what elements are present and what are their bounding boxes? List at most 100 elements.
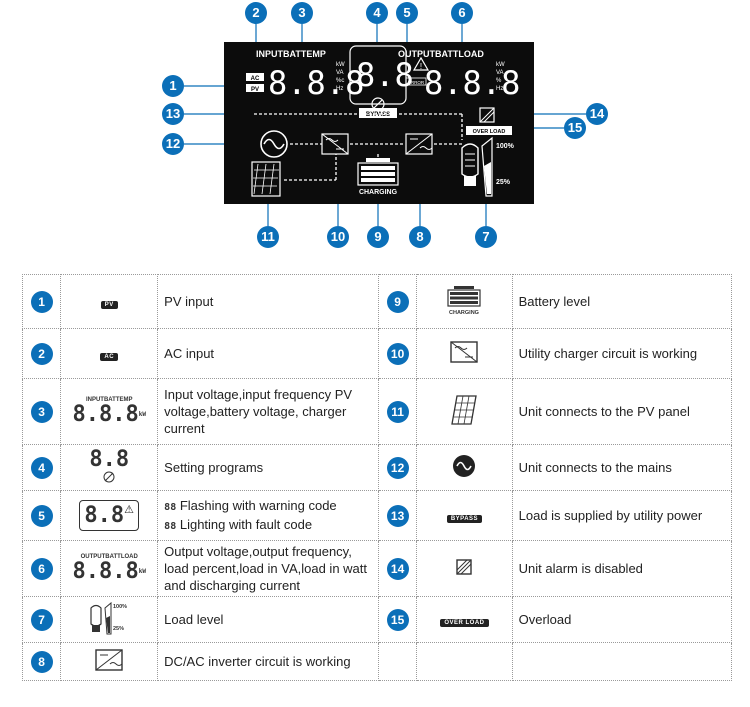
overload-badge-icon: OVER LOAD <box>416 596 513 643</box>
legend-text: Load is supplied by utility power <box>511 490 733 541</box>
legend-number: 4 <box>30 456 53 479</box>
callout-5: 5 <box>396 2 418 24</box>
lcd-bulb-icon <box>461 143 479 186</box>
callout-3: 3 <box>291 2 313 24</box>
lcd-setting-digits: 8.8 <box>356 56 414 94</box>
legend-text: Setting programs <box>157 444 379 491</box>
lcd-unit: VA <box>336 70 344 76</box>
legend-row: 7 100% 25% Load level 15 OVER LOAD Overlo… <box>21 596 733 643</box>
lcd-unit: VA <box>496 70 504 76</box>
battery-icon: CHARGING <box>416 274 513 329</box>
callout-12: 12 <box>162 133 184 155</box>
load-level-icon: 100% 25% <box>60 596 159 643</box>
callout-2: 2 <box>245 2 267 24</box>
legend-number: 7 <box>30 608 53 631</box>
lcd-panel: INPUTBATTEMP OUTPUTBATTLOAD AC PV 8.8.8 … <box>224 42 534 204</box>
lcd-graphics: INPUTBATTEMP OUTPUTBATTLOAD AC PV 8.8.8 … <box>246 45 520 197</box>
legend-number: 5 <box>30 504 53 527</box>
lcd-mains-icon <box>260 130 288 158</box>
input-display-icon: INPUTBATTEMP 8.8.8kW <box>60 378 159 445</box>
legend-row: 4 8.8 Setting programs 12 Unit connects … <box>21 444 733 491</box>
svg-text:CHARGING: CHARGING <box>449 310 479 316</box>
lcd-error-tag: ERROR <box>408 80 425 85</box>
legend-row: 8 DC/AC inverter circuit is working <box>21 642 733 681</box>
legend-text: Overload <box>511 596 733 643</box>
lcd-bypass-tag: BYPASS <box>366 112 390 118</box>
svg-text:100%: 100% <box>113 604 127 610</box>
legend-number: 11 <box>386 400 409 423</box>
legend-text: Unit connects to the PV panel <box>511 378 733 445</box>
lcd-diagram: INPUTBATTEMP OUTPUTBATTLOAD AC PV 8.8.8 … <box>0 0 750 260</box>
lcd-unit: kW <box>336 62 345 68</box>
lcd-unit: % <box>496 78 502 84</box>
pv-badge-icon: PV <box>60 274 159 329</box>
legend-text: PV input <box>157 274 379 329</box>
svg-text:!: ! <box>420 62 422 71</box>
legend-row: 5 8.8⚠ 88 Flashing with warning code 88 … <box>21 490 733 541</box>
legend-number: 1 <box>30 290 53 313</box>
lcd-unit: Hz <box>336 86 343 92</box>
lcd-inverter-icon <box>405 133 433 155</box>
lcd-charger-icon <box>321 133 349 155</box>
ac-badge-icon: AC <box>60 328 159 379</box>
lcd-output-digits: 8.8.8 <box>424 64 520 102</box>
svg-text:25%: 25% <box>113 626 124 632</box>
charger-icon <box>416 328 513 379</box>
legend-text: Output voltage,output frequency, load pe… <box>157 540 379 597</box>
callout-14: 14 <box>586 103 608 125</box>
legend-text: Load level <box>157 596 379 643</box>
legend-number: 15 <box>386 608 409 631</box>
lcd-solar-panel-icon <box>251 161 281 197</box>
legend-number: 12 <box>386 456 409 479</box>
legend-text: DC/AC inverter circuit is working <box>157 642 379 681</box>
callout-11: 11 <box>257 226 279 248</box>
legend-number: 13 <box>386 504 409 527</box>
callout-13: 13 <box>162 103 184 125</box>
legend-text: AC input <box>157 328 379 379</box>
legend-number: 9 <box>386 290 409 313</box>
legend-text: Input voltage,input frequency PV voltage… <box>157 378 379 445</box>
legend-number: 6 <box>30 557 53 580</box>
legend-row: 1 PV PV input 9 CHARGING Battery level <box>21 274 733 329</box>
legend-number: 3 <box>30 400 53 423</box>
callout-15: 15 <box>564 117 586 139</box>
mains-icon <box>416 444 513 491</box>
lcd-unit: kW <box>496 62 505 68</box>
lcd-pv-tag: PV <box>251 87 259 93</box>
lcd-input-header: INPUTBATTEMP <box>256 49 326 59</box>
legend-row: 6 OUTPUTBATTLOAD 8.8.8kW Output voltage,… <box>21 540 733 597</box>
lcd-overload-tag: OVER LOAD <box>473 129 506 135</box>
lcd-battery-icon <box>357 158 399 186</box>
lcd-load-level-icon <box>481 136 493 197</box>
legend-number: 2 <box>30 342 53 365</box>
lcd-unit: %c <box>336 78 344 84</box>
legend-number: 14 <box>386 557 409 580</box>
legend-text: Utility charger circuit is working <box>511 328 733 379</box>
inverter-icon <box>60 642 159 681</box>
warning-digits-icon: 8.8⚠ <box>60 490 159 541</box>
legend-text: Flashing with warning code <box>179 497 337 513</box>
callout-9: 9 <box>367 226 389 248</box>
lcd-ac-tag: AC <box>251 76 260 82</box>
lcd-input-digits: 8.8.8 <box>268 64 364 102</box>
callout-10: 10 <box>327 226 349 248</box>
bypass-badge-icon: BYPASS <box>416 490 513 541</box>
callout-1: 1 <box>162 75 184 97</box>
legend-table: 1 PV PV input 9 CHARGING Battery level 2… <box>21 274 733 681</box>
solar-panel-icon <box>416 378 513 445</box>
callout-4: 4 <box>366 2 388 24</box>
legend-number: 8 <box>30 650 53 673</box>
legend-text: Unit connects to the mains <box>511 444 733 491</box>
lcd-alarm-disabled-icon <box>479 107 495 123</box>
output-display-icon: OUTPUTBATTLOAD 8.8.8kW <box>60 540 159 597</box>
legend-row: 2 AC AC input 10 Utility charger circuit… <box>21 328 733 379</box>
lcd-output-header: OUTPUTBATTLOAD <box>398 49 484 59</box>
lcd-charging-tag: CHARGING <box>359 189 398 196</box>
lcd-unit: Hz <box>496 86 503 92</box>
lcd-pct-low: 25% <box>496 179 511 186</box>
legend-text: Lighting with fault code <box>179 516 313 532</box>
callout-7: 7 <box>475 226 497 248</box>
callout-6: 6 <box>451 2 473 24</box>
legend-number: 10 <box>386 342 409 365</box>
setting-digits-icon: 8.8 <box>60 444 159 491</box>
